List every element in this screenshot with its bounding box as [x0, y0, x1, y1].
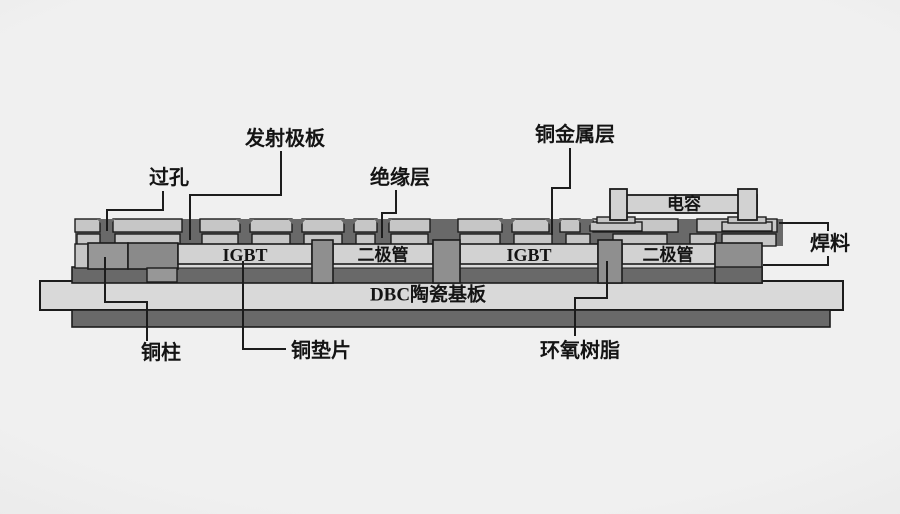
emitter-plate-segment [199, 218, 241, 233]
emitter-plate-segment [457, 218, 503, 233]
solder-label: 焊料 [810, 231, 850, 255]
emitter-plate-label: 发射极板 [244, 126, 326, 150]
diode-chip-1-label: 二极管 [358, 245, 409, 265]
emitter-plate-leader [189, 151, 282, 240]
capacitor-terminal [737, 188, 758, 221]
via-leader [106, 191, 164, 231]
via-notch [577, 219, 595, 229]
copper-spacer-label: 铜垫片 [291, 338, 351, 362]
emitter-plate-segment [249, 218, 293, 233]
emitter-plate-segment [74, 218, 101, 233]
via-notch [545, 219, 563, 229]
epoxy-label: 环氧树脂 [540, 338, 620, 362]
left-copper-spacer [127, 242, 179, 270]
diode-chip-2-label: 二极管 [643, 245, 694, 265]
igbt-chip-2-label: IGBT [506, 245, 551, 265]
copper-pillar-label: 铜柱 [141, 340, 181, 364]
left-edge-block [74, 243, 89, 269]
emitter-plate-segment [112, 218, 183, 233]
solder-leader-top [779, 222, 829, 231]
emitter-plate-segment [388, 218, 431, 233]
copper-metal-leader [551, 148, 571, 235]
dbc-label: DBC陶瓷基板 [370, 283, 487, 306]
copper-spacer-block [432, 239, 461, 284]
capacitor-label: 电容 [667, 194, 701, 214]
via-notch [288, 219, 306, 229]
solder-leader-bottom [763, 256, 829, 266]
igbt-chip-1-label: IGBT [222, 245, 267, 265]
copper-spacer-leader [242, 261, 286, 350]
emitter-plate-segment [353, 218, 378, 233]
epoxy-leader [574, 261, 608, 336]
insulation-label: 绝缘层 [370, 165, 430, 189]
insulation-leader [381, 190, 397, 238]
emitter-plate-segment [301, 218, 345, 233]
copper-spacer-block [311, 239, 334, 284]
via-label: 过孔 [149, 166, 189, 189]
copper-metal-label: 铜金属层 [535, 122, 615, 146]
copper-pillar-leader [104, 257, 148, 341]
bottom-copper-layer [71, 309, 831, 328]
via-notch [498, 219, 516, 229]
emitter-plate-segment [511, 218, 550, 233]
copper-pillar [87, 242, 129, 270]
emitter-plate-segment [559, 218, 581, 233]
right-block-lower [714, 266, 763, 284]
via-notch [236, 219, 254, 229]
via-notch [678, 219, 696, 229]
pillar-step [146, 267, 178, 283]
via-notch [340, 219, 358, 229]
capacitor-terminal [609, 188, 628, 221]
dbc-substrate [39, 280, 844, 311]
epoxy-fill-block [597, 239, 623, 284]
